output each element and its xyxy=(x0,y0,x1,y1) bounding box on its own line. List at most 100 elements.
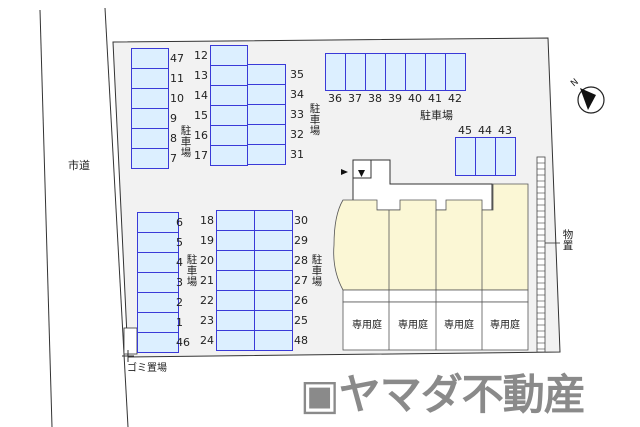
watermark-logo: ▣ヤマダ不動産 xyxy=(300,370,586,419)
parking-label-2: 駐車場 xyxy=(309,103,321,137)
parking-space-number: 36 xyxy=(328,92,342,105)
parking-space-23 xyxy=(216,310,255,331)
parking-space-number: 13 xyxy=(194,69,208,82)
parking-space-44 xyxy=(475,137,496,176)
parking-space-number: 4 xyxy=(176,256,183,269)
watermark-text: ヤマダ不動産 xyxy=(338,370,586,419)
parking-space-10 xyxy=(131,88,169,109)
parking-space-21 xyxy=(216,270,255,291)
parking-space-27 xyxy=(254,270,293,291)
parking-space-35 xyxy=(247,64,286,85)
parking-space-20 xyxy=(216,250,255,271)
parking-space-number: 17 xyxy=(194,149,208,162)
parking-space-number: 38 xyxy=(368,92,382,105)
parking-space-number: 12 xyxy=(194,49,208,62)
parking-space-number: 48 xyxy=(294,334,308,347)
parking-space-24 xyxy=(216,330,255,351)
parking-space-number: 14 xyxy=(194,89,208,102)
parking-space-4 xyxy=(137,252,179,273)
parking-space-36 xyxy=(325,53,346,91)
road-edge-right xyxy=(104,7,129,427)
parking-space-33 xyxy=(247,104,286,125)
parking-space-number: 6 xyxy=(176,216,183,229)
apartment-building xyxy=(333,183,529,291)
parking-space-28 xyxy=(254,250,293,271)
parking-label-1: 駐車場 xyxy=(180,125,192,159)
parking-space-19 xyxy=(216,230,255,251)
entrance-down-arrow-icon xyxy=(358,170,365,177)
parking-space-number: 34 xyxy=(290,88,304,101)
parking-space-7 xyxy=(131,148,169,169)
parking-space-number: 41 xyxy=(428,92,442,105)
parking-space-11 xyxy=(131,68,169,89)
parking-space-number: 45 xyxy=(458,124,472,137)
parking-space-25 xyxy=(254,310,293,331)
parking-space-9 xyxy=(131,108,169,129)
parking-space-number: 28 xyxy=(294,254,308,267)
parking-space-number: 8 xyxy=(170,132,177,145)
parking-space-number: 5 xyxy=(176,236,183,249)
private-garden-4: 専用庭 xyxy=(490,320,520,331)
parking-space-48 xyxy=(254,330,293,351)
parking-space-2 xyxy=(137,292,179,313)
north-arrow-icon xyxy=(577,86,605,114)
parking-space-number: 39 xyxy=(388,92,402,105)
parking-space-number: 2 xyxy=(176,296,183,309)
parking-space-43 xyxy=(495,137,516,176)
parking-space-3 xyxy=(137,272,179,293)
parking-space-number: 24 xyxy=(200,334,214,347)
parking-space-number: 27 xyxy=(294,274,308,287)
parking-space-39 xyxy=(385,53,406,91)
parking-space-number: 3 xyxy=(176,276,183,289)
parking-space-number: 11 xyxy=(170,72,184,85)
private-garden-2: 専用庭 xyxy=(398,320,428,331)
parking-space-32 xyxy=(247,124,286,145)
parking-label-4: 駐車場 xyxy=(186,254,198,288)
parking-label-5: 駐車場 xyxy=(311,254,323,288)
parking-space-26 xyxy=(254,290,293,311)
private-garden-1: 専用庭 xyxy=(352,320,382,331)
parking-space-number: 21 xyxy=(200,274,214,287)
parking-space-number: 40 xyxy=(408,92,422,105)
parking-space-12 xyxy=(210,45,248,66)
parking-space-18 xyxy=(216,210,255,231)
parking-space-number: 42 xyxy=(448,92,462,105)
parking-space-31 xyxy=(247,144,286,165)
parking-space-number: 30 xyxy=(294,214,308,227)
parking-space-number: 19 xyxy=(200,234,214,247)
parking-space-6 xyxy=(137,212,179,233)
parking-space-number: 44 xyxy=(478,124,492,137)
parking-space-15 xyxy=(210,105,248,126)
parking-space-13 xyxy=(210,65,248,86)
parking-space-number: 20 xyxy=(200,254,214,267)
parking-space-number: 26 xyxy=(294,294,308,307)
parking-space-47 xyxy=(131,48,169,69)
garbage-label: ゴミ置場 xyxy=(127,363,167,374)
parking-space-number: 46 xyxy=(176,336,190,349)
road-edge-left xyxy=(39,9,53,427)
parking-space-number: 33 xyxy=(290,108,304,121)
fence-frame xyxy=(536,156,546,353)
entrance-box xyxy=(352,159,372,179)
parking-space-number: 10 xyxy=(170,92,184,105)
parking-space-number: 16 xyxy=(194,129,208,142)
garbage-area xyxy=(123,327,138,355)
parking-space-number: 1 xyxy=(176,316,183,329)
parking-space-number: 43 xyxy=(498,124,512,137)
parking-space-number: 23 xyxy=(200,314,214,327)
parking-space-42 xyxy=(445,53,466,91)
parking-space-37 xyxy=(345,53,366,91)
parking-space-number: 32 xyxy=(290,128,304,141)
parking-space-17 xyxy=(210,145,248,166)
parking-space-46 xyxy=(137,332,179,353)
parking-space-38 xyxy=(365,53,386,91)
parking-space-number: 29 xyxy=(294,234,308,247)
parking-space-number: 15 xyxy=(194,109,208,122)
parking-space-8 xyxy=(131,128,169,149)
parking-space-22 xyxy=(216,290,255,311)
parking-space-45 xyxy=(455,137,476,176)
parking-space-number: 18 xyxy=(200,214,214,227)
road-label: 市道 xyxy=(68,159,90,172)
parking-space-16 xyxy=(210,125,248,146)
